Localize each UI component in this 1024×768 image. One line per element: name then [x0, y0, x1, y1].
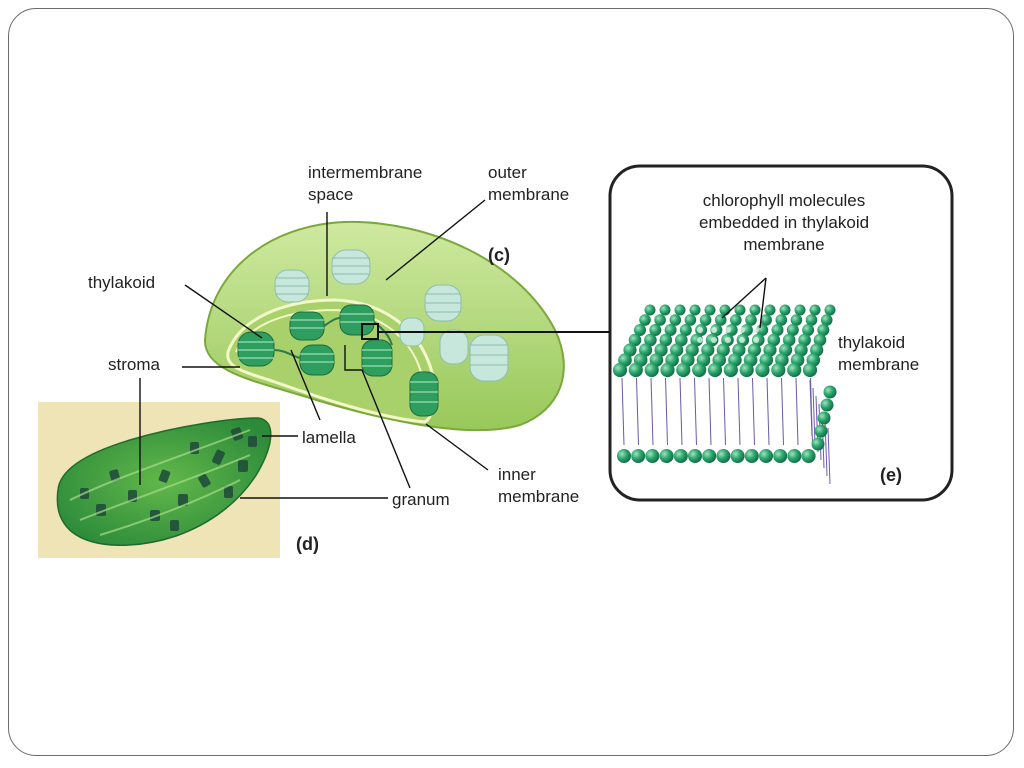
label-chlorophyll-molecules: chlorophyll molecules embedded in thylak…: [698, 191, 870, 254]
chloroplast-illustration: [203, 220, 565, 432]
micrograph-chloroplast: [38, 402, 280, 558]
panel-label-e: (e): [880, 465, 902, 485]
label-inner-membrane: inner membrane: [498, 465, 580, 506]
leader-lines: [139, 199, 767, 499]
panel-label-c: (c): [488, 245, 510, 265]
lipid-bilayer-illustration: [612, 304, 837, 485]
label-outer-membrane: outer membrane: [488, 163, 570, 204]
slide-frame: [8, 8, 1014, 756]
label-intermembrane-space: intermembrane space: [308, 163, 423, 204]
label-stroma: stroma: [108, 355, 160, 374]
panel-label-d: (d): [296, 534, 319, 554]
label-thylakoid-membrane: thylakoid membrane: [838, 333, 920, 374]
label-thylakoid: thylakoid: [88, 273, 156, 292]
label-lamella: lamella: [302, 428, 356, 447]
label-granum: granum: [392, 490, 450, 509]
